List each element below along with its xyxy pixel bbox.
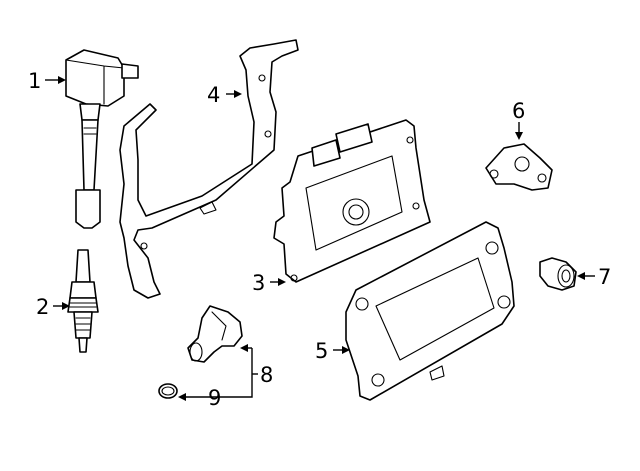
position-sensor	[187, 305, 243, 363]
callout-1: 1	[28, 69, 41, 93]
sensor-7	[539, 257, 577, 291]
callout-3: 3	[252, 271, 265, 295]
engine-control-module	[273, 119, 431, 283]
callout-4: 4	[207, 83, 220, 107]
callout-5: 5	[315, 339, 328, 363]
callout-2: 2	[36, 295, 49, 319]
sensor-6	[485, 143, 553, 191]
ignition-coil	[65, 49, 139, 229]
callout-labels: 1 2 3 4 5 6 7 8 9	[28, 69, 611, 410]
callout-6: 6	[512, 99, 525, 123]
callout-9: 9	[208, 386, 221, 410]
callout-7: 7	[598, 265, 611, 289]
module-housing	[345, 221, 515, 401]
callout-8: 8	[260, 363, 273, 387]
spark-plug	[67, 249, 99, 353]
leader-lines	[45, 76, 595, 401]
o-ring	[158, 383, 178, 399]
mounting-bracket	[119, 39, 299, 299]
